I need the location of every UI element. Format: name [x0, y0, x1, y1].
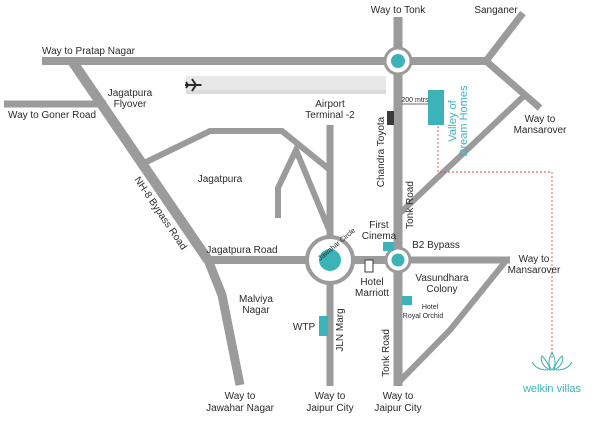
airplane-icon: [185, 78, 202, 92]
road-mansarover-top: [483, 58, 543, 111]
roundabout-jawahar-circle: [305, 235, 355, 285]
label-vasundhara-1: Vasundhara: [415, 273, 469, 284]
label-first-cinema-1: First: [369, 220, 389, 231]
label-jln-marg: JLN Marg: [335, 308, 346, 351]
chandra-toyota-marker: [387, 111, 394, 125]
label-valley-2: Dream Homes: [458, 85, 470, 156]
airport-runway-shade: [186, 90, 386, 94]
label-hotel-royal-2: Royal Orchid: [403, 313, 444, 320]
road-sanganer: [483, 10, 526, 64]
label-jagatpura-flyover-2: Flyover: [114, 99, 147, 110]
label-first-cinema-2: Cinema: [362, 231, 397, 242]
label-hotel-marriott-1: Hotel: [360, 277, 383, 288]
label-way-to-jawahar-nagar-1: Way to: [225, 391, 256, 402]
label-tonk-road-lower: Tonk Road: [381, 329, 392, 377]
label-wtp: WTP: [293, 322, 316, 333]
label-way-to-jawahar-nagar-2: Jawahar Nagar: [206, 403, 274, 414]
label-vasundhara-2: Colony: [426, 284, 457, 295]
valley-of-dream-homes-marker: [428, 90, 444, 125]
label-jagatpura: Jagatpura: [198, 174, 243, 185]
label-chandra-toyota: Chandra Toyota: [376, 116, 387, 187]
label-jagatpura-flyover-1: Jagatpura: [108, 88, 153, 99]
wtp-marker: [319, 316, 328, 336]
label-tonk-road-upper: Tonk Road: [405, 181, 416, 229]
roundabout-b2: [384, 246, 412, 274]
hotel-marriott-marker: [364, 259, 374, 273]
label-way-to-goner-road: Way to Goner Road: [8, 110, 96, 121]
hotel-royal-orchid-marker: [402, 296, 412, 305]
label-way-to-mansarover-mid-1: Way to: [519, 254, 550, 265]
label-way-to-tonk: Way to Tonk: [371, 5, 426, 16]
label-way-to-jaipur-city-b-1: Way to: [383, 391, 414, 402]
label-welkin-villas: welkin villas: [522, 383, 582, 395]
road-jagatpura-loop-inner: [275, 142, 333, 234]
roundabout-top: [383, 46, 413, 76]
route-to-welkin: [437, 126, 553, 358]
label-way-to-jaipur-city-b-2: Jaipur City: [374, 403, 421, 414]
welkin-villas-lotus-logo-icon: [531, 350, 573, 371]
road-jagatpura-loop-left: [136, 128, 332, 173]
label-airport-terminal-2: Terminal -2: [305, 110, 355, 121]
label-way-to-pratap-nagar: Way to Pratap Nagar: [42, 46, 136, 57]
road-vasundhara: [395, 260, 508, 386]
airport-runway: [186, 76, 386, 94]
label-way-to-jaipur-city-a-1: Way to: [315, 391, 346, 402]
label-way-to-mansarover-top-2: Mansarover: [514, 125, 567, 136]
road-jawahar-nagar: [203, 258, 245, 386]
label-hotel-marriott-2: Marriott: [355, 288, 389, 299]
label-way-to-mansarover-top-1: Way to: [525, 114, 556, 125]
label-jagatpura-road: Jagatpura Road: [206, 245, 277, 256]
label-hotel-royal-1: Hotel: [422, 304, 439, 311]
road-mansarover-diagonal: [395, 92, 528, 218]
label-malviya-1: Malviya: [239, 294, 273, 305]
label-airport-terminal-1: Airport: [315, 99, 345, 110]
label-way-to-mansarover-mid-2: Mansarover: [508, 265, 561, 276]
label-sanganer: Sanganer: [474, 5, 518, 16]
label-valley-1: Valley of: [447, 99, 459, 141]
roads: [4, 10, 543, 386]
label-distance-200: 200 mtrs: [401, 97, 429, 104]
first-cinema-marker: [383, 242, 394, 251]
label-way-to-jaipur-city-a-2: Jaipur City: [306, 403, 353, 414]
label-b2-bypass: B2 Bypass: [412, 240, 460, 251]
label-malviya-2: Nagar: [242, 305, 270, 316]
road-nh8-bypass: [67, 58, 213, 263]
